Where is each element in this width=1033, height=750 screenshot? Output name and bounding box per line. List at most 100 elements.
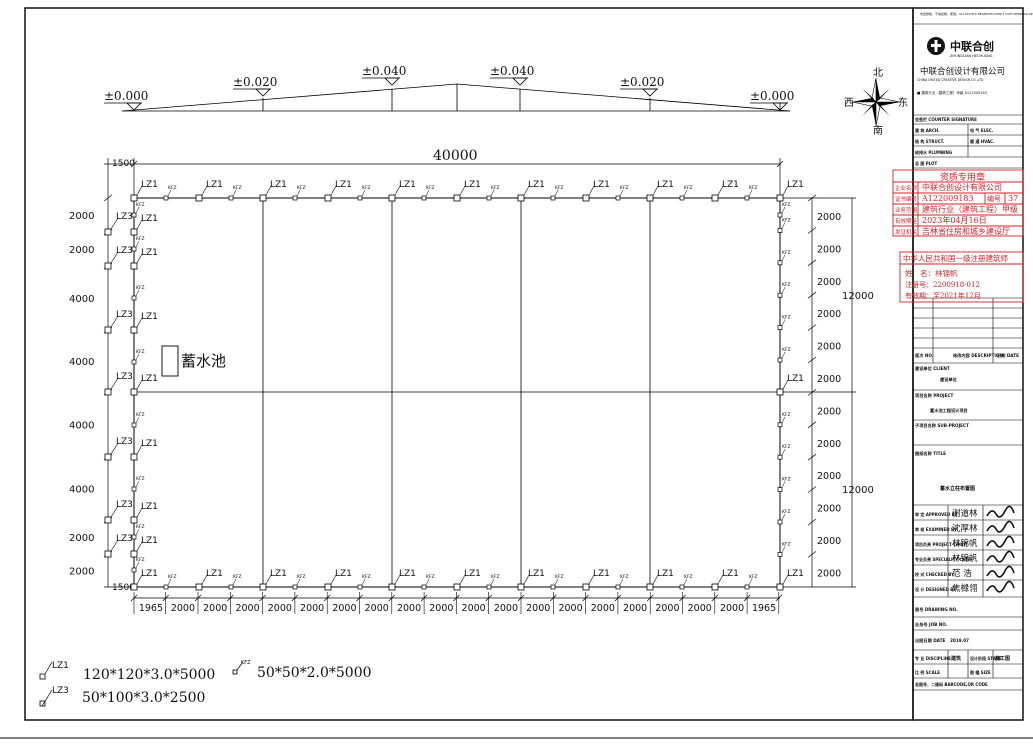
kfz-column (777, 552, 783, 557)
kfz-label: KFZ (136, 349, 145, 355)
bottom-edge-dim: 1500 (112, 583, 135, 593)
right-dim-label: 2000 (817, 309, 841, 320)
lz3-column (104, 262, 112, 270)
right-dim-label: 2000 (817, 536, 841, 547)
signature-role: 校 对 CHECKED BY (915, 571, 954, 577)
rev-header: 日期 DATE (997, 352, 1019, 359)
signature-role: 设 计 DESIGNED BY (915, 586, 956, 592)
kfz-column (131, 486, 137, 492)
left-dim-label: 2000 (69, 211, 94, 222)
lz1-column (388, 583, 396, 591)
signature-name: 谢道林 (952, 508, 978, 519)
countersign-label: 会签栏 COUNTER SIGNATURE (915, 116, 977, 122)
lz1-label: LZ1 (528, 180, 545, 190)
kfz-column (777, 487, 783, 492)
elevation-label: ±0.040 (362, 64, 406, 78)
kfz-label: KFZ (136, 476, 145, 482)
job-no-label: 业务号 JOB NO. (915, 621, 948, 628)
rev-header: 版次 NO. (915, 352, 934, 359)
top-notice: 未经授权，不得复制、使用。ALL RIGHTS RESERVED,DON'T C… (920, 11, 1033, 16)
engineer-stamp (899, 251, 1024, 303)
lz3-label: LZ3 (116, 534, 133, 544)
lz1-label: LZ1 (141, 248, 158, 258)
elevation-markers: ±0.000±0.020±0.040±0.040±0.020±0.000 (104, 64, 794, 111)
kfz-label: KFZ (136, 412, 145, 418)
kfz-column (777, 325, 783, 330)
kfz-label: KFZ (297, 574, 306, 580)
kfz-label: KFZ (782, 477, 791, 483)
slope-profile (121, 83, 791, 112)
right-dim-label: 2000 (817, 568, 841, 579)
signature-role: 专业负责 SPECIALITY CHIEF (915, 556, 973, 562)
lz1-column (259, 194, 267, 202)
lz1-column (130, 194, 138, 202)
logo-sub: ZHONGLIAN HECHUANG (950, 54, 993, 58)
kfz-label: KFZ (782, 250, 791, 256)
pool-label: 蓄水池 (181, 352, 226, 370)
bottom-dim-label: 2000 (332, 603, 356, 614)
compass-east: 东 (898, 96, 908, 109)
kfz-column (421, 195, 427, 201)
kfz-column (679, 584, 685, 590)
lz1-label: LZ1 (141, 214, 158, 224)
stamp-row-key: 发证机关 (895, 228, 918, 236)
lz1-column (646, 583, 654, 591)
bottom-dim-label: 2000 (526, 603, 550, 614)
lz1-label: LZ1 (141, 312, 158, 322)
kfz-column (131, 534, 137, 540)
left-dim-label: 2000 (69, 567, 94, 578)
lz1-column (711, 583, 719, 591)
left-dim-label: 4000 (69, 294, 94, 305)
legend-kfz-code: KFZ (241, 660, 251, 666)
lz1-label: LZ1 (335, 569, 352, 579)
elevation-label: ±0.000 (750, 89, 794, 103)
stamp-row-value: A122009183 (921, 194, 974, 203)
project-label: 项目名称 PROJECT (915, 392, 954, 399)
kfz-column (615, 584, 621, 590)
kfz-label: KFZ (426, 185, 435, 191)
right-dim-label: 2000 (817, 406, 841, 417)
kfz-label: KFZ (782, 315, 791, 321)
legend-lz3-spec: 50*100*3.0*2500 (82, 690, 205, 706)
kfz-column (486, 584, 492, 590)
kfz-column (777, 292, 783, 298)
lz1-column (582, 194, 590, 202)
lz1-label: LZ1 (141, 502, 158, 512)
client-label: 建设单位 CLIENT (914, 365, 950, 372)
right-dim-label: 2000 (817, 439, 841, 450)
signature-scribble (986, 505, 1015, 518)
elevation-label: ±0.020 (620, 75, 664, 89)
kfz-column (131, 246, 137, 252)
lz1-column (453, 194, 461, 202)
kfz-label: KFZ (233, 185, 242, 191)
lz3-column (104, 453, 112, 461)
countersign-row: 总 图 PLOT (915, 160, 938, 166)
kfz-label: KFZ (620, 574, 629, 580)
lz1-column (130, 262, 138, 270)
lz3-column (104, 516, 112, 524)
compass-icon (851, 77, 901, 127)
kfz-label: KFZ (136, 557, 145, 563)
signature-role: 审 核 EXAMINED BY (915, 526, 957, 532)
kfz-label: KFZ (782, 412, 791, 418)
kfz-column (228, 195, 234, 201)
kfz-column (777, 519, 783, 525)
kfz-column (163, 584, 169, 590)
bottom-dim-label: 2000 (623, 603, 647, 614)
lz1-column (259, 583, 267, 591)
lz1-column (130, 228, 138, 236)
stamp-row-key2: 编号 (987, 194, 1001, 203)
lz1-column (646, 194, 654, 202)
elevation-label: ±0.020 (233, 75, 277, 89)
pool-symbol (161, 345, 179, 377)
lz1-column (130, 583, 138, 591)
lz1-column (130, 550, 138, 558)
kfz-label: KFZ (297, 185, 306, 191)
company-cert: ■ 建筑行业（建筑工程）甲级 A122009183 (917, 90, 987, 95)
kfz-label: KFZ (555, 574, 564, 580)
bottom-dim-label: 1965 (752, 603, 776, 614)
lz3-column (104, 326, 112, 334)
lz1-label: LZ1 (657, 569, 674, 579)
